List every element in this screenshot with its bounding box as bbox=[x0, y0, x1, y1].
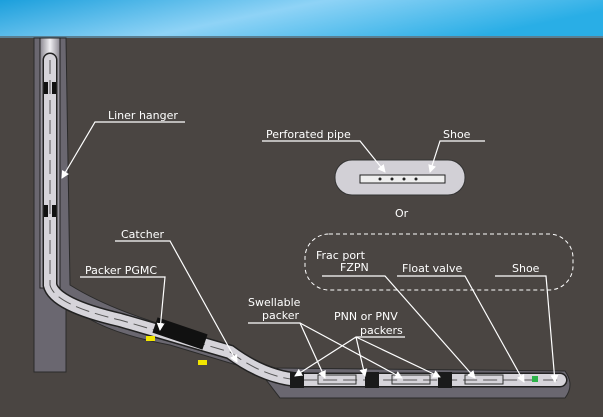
borehole bbox=[33, 37, 571, 399]
yellow-marker bbox=[198, 360, 207, 365]
label-swellable: Swellable bbox=[248, 296, 301, 309]
label-swellable-packer: packer bbox=[262, 309, 300, 322]
sky bbox=[0, 0, 603, 37]
yellow-marker bbox=[146, 336, 155, 341]
label-packer-pgmc: Packer PGMC bbox=[85, 264, 157, 277]
label-pnn-pnv: PNN or PNV bbox=[334, 310, 398, 323]
frac-port-bodies bbox=[317, 374, 504, 385]
label-catcher: Catcher bbox=[121, 228, 165, 241]
liner-hanger bbox=[44, 82, 56, 217]
packers bbox=[290, 372, 452, 388]
label-float-valve: Float valve bbox=[402, 262, 462, 275]
float-valve bbox=[532, 376, 538, 382]
label-shoe: Shoe bbox=[512, 262, 540, 275]
liner-joints bbox=[49, 60, 560, 381]
label-perforated-pipe: Perforated pipe bbox=[266, 128, 351, 141]
label-or: Or bbox=[395, 207, 409, 220]
label-shoe-alt: Shoe bbox=[443, 128, 471, 141]
frac-option-outline bbox=[304, 233, 574, 291]
label-liner-hanger: Liner hanger bbox=[108, 109, 178, 122]
leader-lines bbox=[61, 121, 559, 383]
perforations bbox=[378, 177, 418, 181]
label-fzpn: FZPN bbox=[340, 261, 369, 274]
label-packers: packers bbox=[360, 324, 403, 337]
label-frac-port: Frac port bbox=[316, 249, 366, 262]
horizon-line bbox=[0, 36, 603, 38]
